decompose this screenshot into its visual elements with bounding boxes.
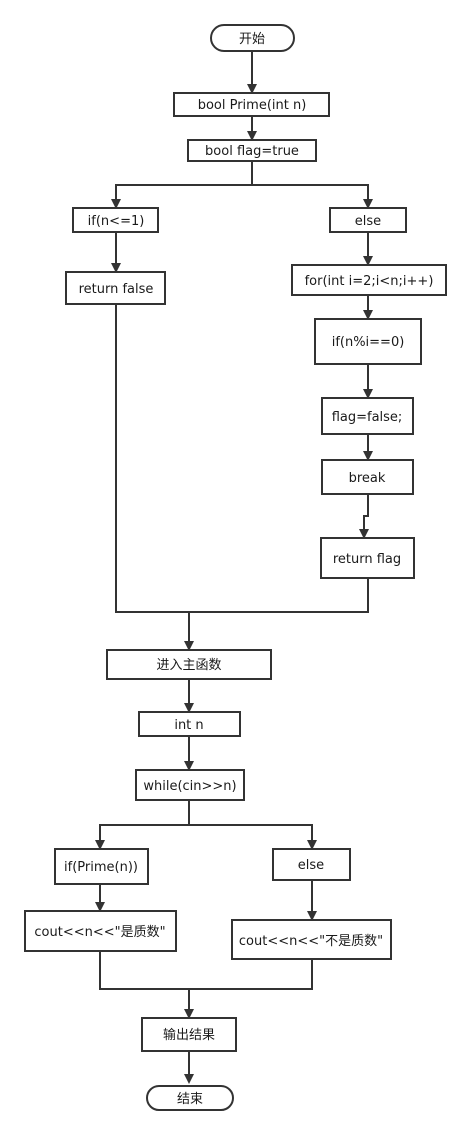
cout-not-prime-label: cout<<n<<"不是质数" — [239, 934, 383, 949]
if-le1-node: if(n<=1) — [72, 207, 159, 233]
enter-main-label: 进入主函数 — [156, 658, 221, 673]
else2-node: else — [272, 848, 351, 881]
if-mod-node: if(n%i==0) — [314, 318, 422, 365]
else1-node: else — [329, 207, 407, 233]
cout-not-prime-node: cout<<n<<"不是质数" — [231, 919, 392, 960]
func-decl-node: bool Prime(int n) — [173, 92, 330, 117]
return-flag-node: return flag — [320, 537, 415, 579]
edge-coutnot-to-output — [189, 959, 313, 990]
while-loop-label: while(cin>>n) — [143, 779, 236, 794]
cout-prime-label: cout<<n<<"是质数" — [34, 925, 165, 940]
edge-flag-to-if — [111, 161, 253, 209]
edges — [95, 51, 373, 1084]
flag-init-node: bool flag=true — [187, 139, 317, 162]
cout-prime-node: cout<<n<<"是质数" — [24, 910, 177, 952]
edge-while-to-else2 — [189, 824, 317, 850]
for-loop-label: for(int i=2;i<n;i++) — [305, 274, 434, 289]
if-mod-label: if(n%i==0) — [332, 335, 405, 350]
edge-cout-to-output — [99, 951, 194, 1019]
if-le1-label: if(n<=1) — [88, 214, 145, 229]
edge-returnfalse-to-main — [115, 304, 194, 651]
edge-while-to-ifprime — [95, 800, 190, 850]
if-prime-label: if(Prime(n)) — [64, 860, 138, 875]
break-label: break — [349, 471, 386, 486]
int-n-label: int n — [174, 718, 203, 733]
start-node: 开始 — [210, 24, 295, 52]
else2-label: else — [298, 858, 324, 873]
if-prime-node: if(Prime(n)) — [54, 848, 149, 885]
end-node: 结束 — [146, 1085, 234, 1111]
flag-false-node: flag=false; — [321, 397, 414, 435]
return-false-label: return false — [79, 282, 154, 297]
edge-flag-to-else — [252, 184, 373, 209]
end-label: 结束 — [177, 1092, 203, 1107]
for-loop-node: for(int i=2;i<n;i++) — [291, 264, 447, 296]
edge-break-to-returnflag — [359, 494, 369, 539]
while-loop-node: while(cin>>n) — [135, 769, 245, 801]
break-node: break — [321, 459, 414, 495]
output-label: 输出结果 — [163, 1027, 215, 1043]
int-n-node: int n — [138, 711, 241, 737]
flag-false-label: flag=false; — [332, 410, 403, 425]
enter-main-node: 进入主函数 — [106, 649, 272, 680]
else1-label: else — [355, 214, 381, 229]
return-false-node: return false — [65, 271, 166, 305]
flag-init-label: bool flag=true — [205, 144, 299, 159]
output-node: 输出结果 — [141, 1017, 237, 1052]
return-flag-label: return flag — [333, 552, 401, 567]
start-label: 开始 — [239, 32, 265, 47]
edge-returnflag-to-main — [189, 578, 369, 613]
func-decl-label: bool Prime(int n) — [198, 98, 307, 113]
